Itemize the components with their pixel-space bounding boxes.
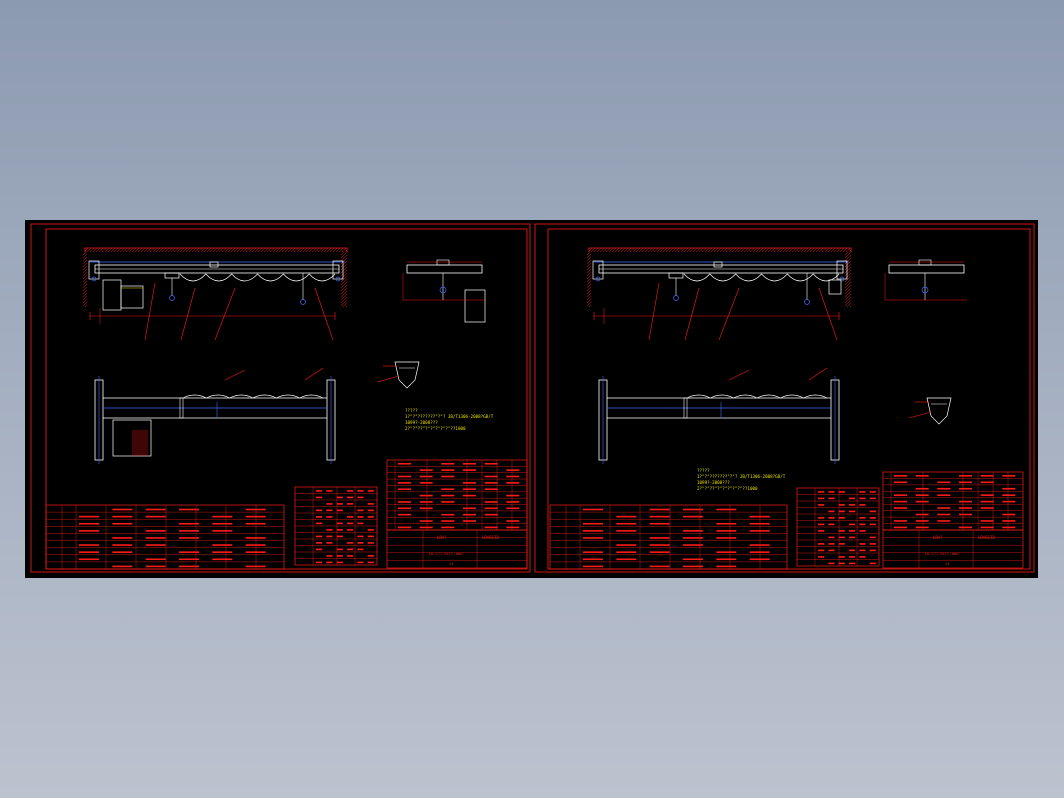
parameter-table	[549, 504, 788, 570]
technical-data-table	[796, 487, 880, 567]
title-block: LDA? LDA01ZD LD-??? 5t??-16m? 11	[882, 529, 1024, 569]
sheet-number: 11	[449, 562, 453, 566]
crane-plan-view	[94, 367, 336, 464]
crane-elevation-view	[586, 247, 852, 341]
technical-note-line: ?????	[405, 408, 418, 413]
sheet-left: ?????1?"?"???????"?"? JB/T1306-2008?GB/T…	[45, 247, 528, 570]
sheet-right: ?????1?"?"???????"?"? JB/T1306-2008?GB/T…	[549, 247, 1024, 570]
title-name: LDA?	[933, 535, 943, 540]
parts-list-table	[386, 459, 528, 531]
technical-note-line: 1099?-2008???	[405, 420, 438, 425]
title-block: LDA? LDA01ZD LD-??? 5t??-16m? 11	[386, 529, 528, 569]
crane-plan-view	[598, 367, 840, 464]
crane-end-view	[402, 259, 486, 323]
sheet-number: 11	[945, 562, 949, 566]
crane-elevation-view	[82, 247, 348, 341]
title-subtitle: LD-??? 5t??-16m?	[429, 552, 464, 556]
title-code: LDA01ZD	[482, 535, 499, 540]
title-code: LDA01ZD	[978, 535, 995, 540]
technical-note-line: 2?"?"??"?"?"?"?"?"??1000	[697, 486, 758, 491]
drawing-sheet[interactable]: ?????1?"?"???????"?"? JB/T1306-2008?GB/T…	[25, 220, 1038, 578]
technical-note-line: 1?"?"???????"?"? JB/T1306-2008?GB/T	[697, 474, 786, 479]
cad-drawing: ?????1?"?"???????"?"? JB/T1306-2008?GB/T…	[30, 223, 1035, 573]
title-name: LDA?	[437, 535, 447, 540]
parts-list-table	[882, 471, 1024, 531]
title-subtitle: LD-??? 5t??-16m?	[925, 552, 960, 556]
sheet-frames	[30, 223, 1035, 573]
detail-section-view	[376, 361, 420, 389]
technical-notes: ?????1?"?"???????"?"? JB/T1306-2008?GB/T…	[697, 468, 786, 491]
technical-note-line: 1?"?"???????"?"? JB/T1306-2008?GB/T	[405, 414, 494, 419]
parameter-table	[45, 504, 285, 570]
technical-data-table	[294, 486, 378, 566]
crane-end-view	[884, 259, 967, 301]
technical-note-line: ?????	[697, 468, 710, 473]
technical-note-line: 1099?-2008???	[697, 480, 730, 485]
detail-section-view	[908, 397, 952, 425]
technical-note-line: 2?"?"??"?"?"?"?"?"??1000	[405, 426, 466, 431]
technical-notes: ?????1?"?"???????"?"? JB/T1306-2008?GB/T…	[405, 408, 494, 431]
